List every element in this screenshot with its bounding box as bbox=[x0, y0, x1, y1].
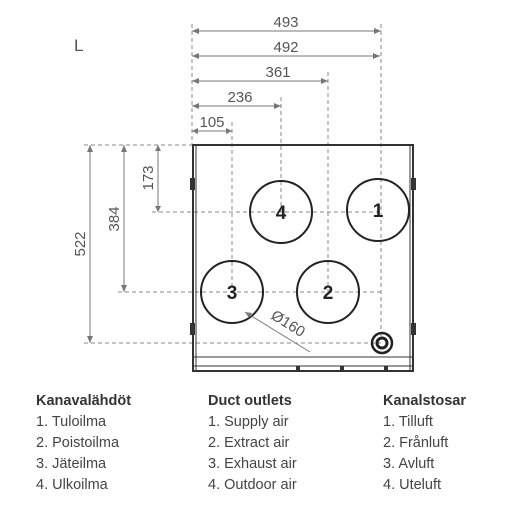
legend-item: 4. Ulkoilma bbox=[36, 477, 108, 493]
outlet-3: 3 bbox=[200, 260, 264, 324]
dim-173-label: 173 bbox=[140, 165, 157, 190]
legend-swedish: Kanalstosar 1. Tilluft 2. Frånluft 3. Av… bbox=[383, 391, 466, 496]
outlet-1-number: 1 bbox=[373, 201, 384, 222]
dim-105-label: 105 bbox=[199, 114, 224, 131]
dim-361: 361 bbox=[192, 64, 328, 84]
legend-english: Duct outlets 1. Supply air 2. Extract ai… bbox=[208, 391, 297, 496]
dim-492: 492 bbox=[192, 39, 380, 59]
legend-heading: Kanalstosar bbox=[383, 393, 467, 409]
diameter-label: Ø160 bbox=[268, 307, 308, 341]
legend-item: 4. Uteluft bbox=[383, 477, 442, 493]
legend-item: 4. Outdoor air bbox=[208, 477, 297, 493]
legend-finnish: Kanavalähdöt 1. Tuloilma 2. Poistoilma 3… bbox=[36, 391, 131, 496]
dim-105: 105 bbox=[192, 114, 232, 134]
dim-492-label: 492 bbox=[273, 39, 298, 56]
legend-item: 1. Supply air bbox=[208, 414, 289, 430]
unit-body bbox=[190, 144, 416, 372]
dim-384: 384 bbox=[106, 145, 127, 292]
outlet-4-number: 4 bbox=[276, 203, 287, 224]
legend-item: 2. Poistoilma bbox=[36, 435, 120, 451]
dim-493: 493 bbox=[192, 14, 381, 34]
outlet-2-number: 2 bbox=[323, 283, 334, 304]
dim-493-label: 493 bbox=[273, 14, 298, 31]
legend-item: 3. Exhaust air bbox=[208, 456, 297, 472]
legend-item: 1. Tuloilma bbox=[36, 414, 107, 430]
dim-522-label: 522 bbox=[72, 231, 89, 256]
dim-384-label: 384 bbox=[106, 206, 123, 231]
variant-label: L bbox=[74, 36, 83, 55]
outlet-4: 4 bbox=[249, 180, 313, 244]
legend-item: 3. Jäteilma bbox=[36, 456, 107, 472]
dim-236: 236 bbox=[192, 89, 281, 109]
dim-236-label: 236 bbox=[227, 89, 252, 106]
outlet-3-number: 3 bbox=[227, 283, 238, 304]
dim-522: 522 bbox=[72, 145, 93, 343]
legend-item: 2. Extract air bbox=[208, 435, 290, 451]
legend-heading: Duct outlets bbox=[208, 393, 292, 409]
dim-173: 173 bbox=[140, 145, 161, 212]
legend-heading: Kanavalähdöt bbox=[36, 393, 132, 409]
legend-item: 2. Frånluft bbox=[383, 435, 449, 451]
outlet-2: 2 bbox=[296, 260, 360, 324]
legend-item: 3. Avluft bbox=[383, 456, 435, 472]
dim-361-label: 361 bbox=[265, 64, 290, 81]
condensate-drain bbox=[370, 331, 394, 355]
outlet-1: 1 bbox=[346, 178, 410, 242]
legend-item: 1. Tilluft bbox=[383, 414, 433, 430]
